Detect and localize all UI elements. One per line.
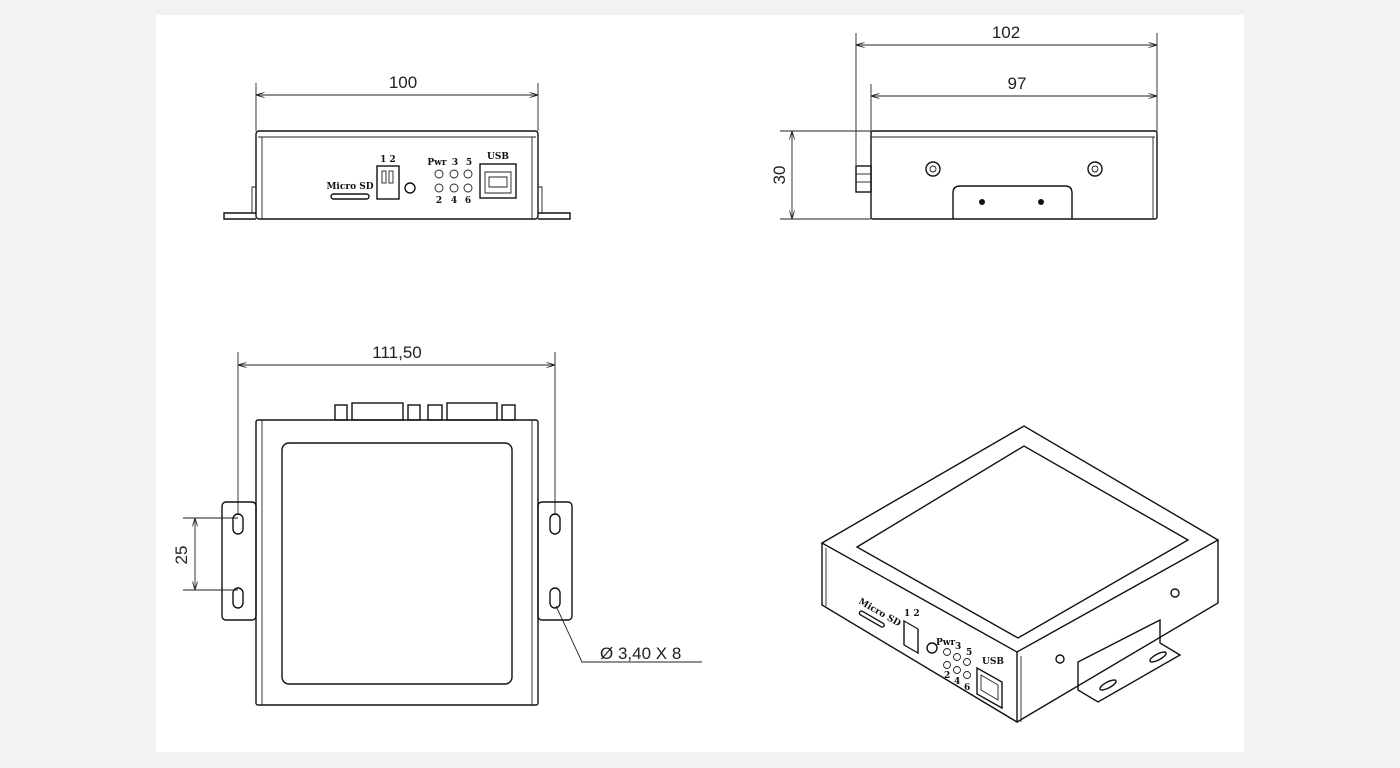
led-label-3: 3 [452, 158, 458, 168]
iso-led-label-5: 5 [966, 648, 972, 658]
front-view: 100 Micro SD 1 2 Pwr 3 5 2 4 6 USB [223, 73, 571, 220]
iso-micro-sd-label: Micro SD [857, 597, 903, 629]
dip-switch-label: 1 2 [380, 155, 396, 165]
slot-spacing-dimension: 25 [172, 546, 191, 565]
iso-led-label-6: 6 [964, 683, 970, 693]
drawing-sheet [156, 15, 1244, 752]
side-view: 102 97 30 [770, 23, 1158, 220]
led-label-5: 5 [466, 158, 472, 168]
iso-usb-port [976, 666, 1003, 710]
rear-connectors [334, 402, 516, 421]
usb-port[interactable] [479, 163, 517, 199]
iso-dip-label: 1 2 [904, 609, 920, 619]
micro-sd-label: Micro SD [326, 182, 373, 192]
micro-sd-slot[interactable] [330, 193, 370, 200]
hole-leader-line [555, 605, 702, 663]
right-flange [538, 212, 571, 220]
right-mounting-flange [537, 501, 573, 621]
enclosure-side [870, 130, 1158, 220]
iso-led-label-2: 2 [944, 671, 950, 681]
side-connector [855, 165, 872, 193]
isometric-view: Micro SD 1 2 Pwr 3 5 2 4 6 USB [820, 425, 1220, 724]
mounting-bracket [952, 185, 1073, 219]
overall-length-dimension: 102 [992, 23, 1020, 42]
iso-led-label-3: 3 [955, 642, 961, 652]
top-view: 111,50 25 Ø 3,40 X 8 [172, 343, 702, 706]
iso-dip-switch [903, 619, 919, 655]
usb-label: USB [487, 152, 509, 162]
side-screws [925, 161, 1103, 177]
led-label-pwr: Pwr [427, 158, 447, 168]
overall-width-dimension: 111,50 [372, 343, 421, 362]
iso-status-leds [943, 648, 971, 679]
iso-front-face [821, 543, 1018, 724]
body-length-dimension: 97 [1008, 74, 1027, 93]
iso-led-label-4: 4 [954, 677, 960, 687]
led-label-2: 2 [436, 196, 442, 206]
enclosure-front [255, 130, 539, 220]
status-leds [434, 169, 473, 193]
reset-button[interactable] [404, 182, 416, 194]
iso-usb-label: USB [982, 657, 1004, 667]
top-panel [281, 442, 513, 685]
mounting-slots [232, 513, 561, 609]
iso-mounting-bracket [1077, 618, 1182, 703]
dip-switch[interactable] [376, 165, 400, 200]
led-label-4: 4 [451, 196, 457, 206]
height-dimension: 30 [770, 166, 789, 185]
left-flange [223, 212, 256, 220]
hole-callout: Ø 3,40 X 8 [600, 644, 681, 663]
enclosure-top [255, 419, 539, 706]
led-label-6: 6 [465, 196, 471, 206]
iso-top-panel [855, 445, 1190, 639]
width-dimension: 100 [389, 73, 417, 92]
iso-side-face [1016, 540, 1219, 723]
left-mounting-flange [221, 501, 257, 621]
iso-led-label-pwr: Pwr [936, 638, 956, 648]
